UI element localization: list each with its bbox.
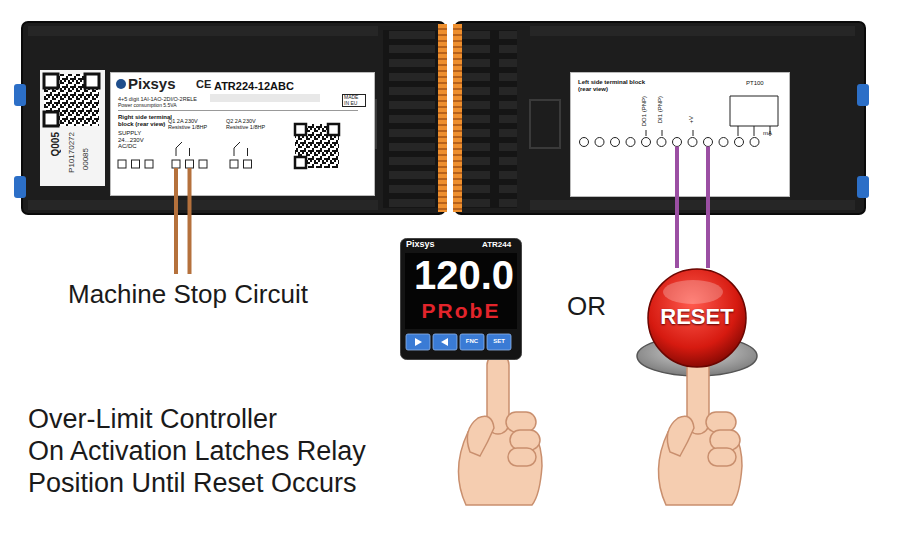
pin-name: DO1 (PNP) bbox=[641, 96, 648, 126]
brand-name: Pixsys bbox=[128, 76, 176, 93]
button-label: SET bbox=[487, 338, 511, 345]
front-panel: Pixsys ATR244 120.0PRobE FNCSET bbox=[400, 238, 522, 360]
display-value: 120.0 bbox=[408, 255, 514, 295]
spec-text: 4+5 digit 1AI-1AO-2DI/O-2RELE bbox=[118, 96, 197, 102]
block-title: Left side terminal block (rear view) bbox=[578, 79, 652, 92]
relay-label: Q2 2A 230V Resistive 1/8HP bbox=[226, 118, 266, 130]
circuit-label: Machine Stop Circuit bbox=[68, 280, 308, 309]
wire-connector bbox=[677, 197, 678, 268]
note-text: Over-Limit Controller bbox=[28, 405, 277, 435]
serial-code: Q005 bbox=[50, 132, 61, 156]
reset-button: RESET bbox=[647, 268, 747, 368]
or-label: OR bbox=[567, 292, 606, 321]
origin-mark: MADE IN EU bbox=[342, 94, 366, 107]
relay-label: Q1 2A 230V Resistive 1/8HP bbox=[168, 118, 208, 130]
display-message: PRobE bbox=[408, 300, 514, 321]
serial-code: P10170272 bbox=[68, 132, 77, 173]
model-code: ATR224-12ABC bbox=[214, 80, 294, 92]
pin-name: +V bbox=[688, 116, 695, 124]
model-code: ATR244 bbox=[482, 241, 511, 250]
note-text: Position Until Reset Occurs bbox=[28, 469, 357, 499]
pin-name: PT100 bbox=[746, 80, 764, 87]
label-sticker: Pixsys CEATR224-12ABC 4+5 digit 1AI-1AO-2D… bbox=[110, 72, 375, 196]
terminal-label: SUPPLY 24...230V AC/DC bbox=[118, 130, 158, 150]
pin-name: DI1 (PNP) bbox=[657, 96, 664, 123]
spec-text: Power consumption 5.5VA bbox=[118, 103, 177, 109]
note-text: On Activation Latches Relay bbox=[28, 437, 366, 467]
brand-name: Pixsys bbox=[406, 240, 435, 250]
serial-code: 00085 bbox=[82, 148, 91, 170]
button-label: FNC bbox=[460, 338, 484, 345]
wire-connector bbox=[708, 197, 709, 268]
ce-mark: CE bbox=[196, 78, 211, 90]
button-text: RESET bbox=[647, 305, 747, 329]
pin-name: mA bbox=[763, 130, 772, 137]
terminal-sticker: Left side terminal block (rear view) DO1 … bbox=[570, 72, 790, 197]
